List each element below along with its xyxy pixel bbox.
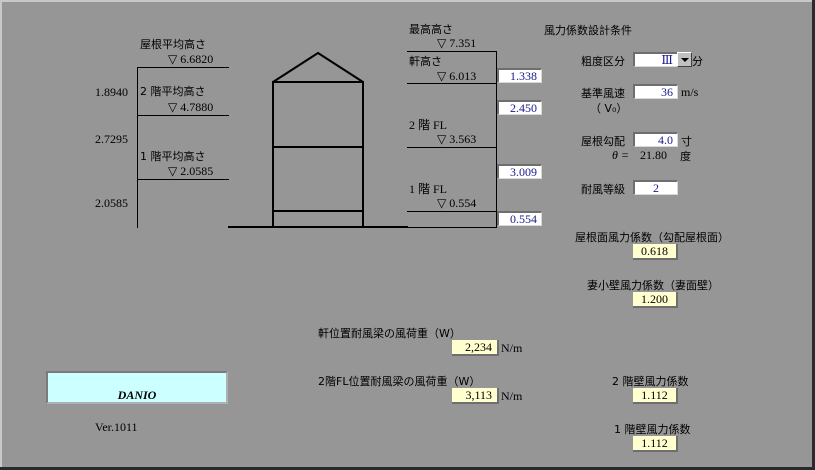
wall2-coef-value: 1.112 <box>633 388 678 404</box>
max-height-line <box>407 51 497 52</box>
eave-beam-load-value: 2,234 <box>452 340 499 356</box>
danio-logo[interactable]: DANIO <box>46 371 228 404</box>
floor2-avg-value: ▽ 4.7880 <box>168 100 214 114</box>
roughness-suffix: 分 <box>692 55 703 68</box>
wind-speed-sub: （ V₀） <box>590 102 628 115</box>
wall1-coef-label: 1 階壁風力係数 <box>614 423 691 436</box>
gable-coef-value: 1.200 <box>633 292 678 308</box>
gable-coef-label: 妻小壁風力係数（妻面壁） <box>587 279 719 292</box>
frame-bottom <box>0 467 815 470</box>
wind-speed-label: 基準風速 <box>581 87 625 100</box>
wind-grade-label: 耐風等級 <box>581 183 625 196</box>
dim-fl1-to-ground-field[interactable]: 0.554 <box>497 211 542 226</box>
dim-2f-to-1f: 2.7295 <box>95 132 128 146</box>
frame-left <box>0 0 2 470</box>
dropdown-arrow-icon[interactable] <box>677 52 692 67</box>
dim-max-to-eave-field[interactable]: 1.338 <box>497 68 542 83</box>
floor2-avg-line <box>137 115 229 116</box>
floor2-avg-label: 2 階平均高さ <box>140 85 206 98</box>
floor1-avg-line <box>137 179 229 180</box>
theta-value: 21.80 <box>640 148 667 162</box>
theta-label: θ = <box>612 148 629 162</box>
eave-height-line <box>407 83 497 84</box>
max-height-value: ▽ 7.351 <box>437 36 477 50</box>
roof-coef-value: 0.618 <box>633 244 678 260</box>
wall1-coef-value: 1.112 <box>633 436 678 452</box>
eave-beam-load-label: 軒位置耐風梁の風荷重（W） <box>318 327 461 340</box>
eave-beam-load-unit: N/m <box>501 341 523 355</box>
left-dim-line <box>137 67 138 228</box>
wind-speed-field[interactable]: 36 <box>633 84 678 99</box>
fl2-value: ▽ 3.563 <box>437 132 477 146</box>
roughness-select[interactable]: Ⅲ <box>633 52 678 67</box>
wind-speed-unit: m/s <box>681 85 699 99</box>
right-dim-line <box>496 51 497 228</box>
fl1-label: 1 階 FL <box>409 182 448 196</box>
eave-height-label: 軒高さ <box>409 55 442 68</box>
dim-1f-to-ground: 2.0585 <box>95 196 128 210</box>
version-label: Ver.1011 <box>95 420 138 434</box>
fl1-line <box>407 211 497 212</box>
ground-line <box>407 227 497 228</box>
roof-pitch-field[interactable]: 4.0 <box>633 132 678 147</box>
roof-avg-value: ▽ 6.6820 <box>168 52 214 66</box>
fl1-value: ▽ 0.554 <box>437 196 477 210</box>
dim-fl2-to-fl1-field[interactable]: 3.009 <box>497 164 542 179</box>
eave-height-value: ▽ 6.013 <box>437 69 477 83</box>
fl2-line <box>407 147 497 148</box>
frame-top <box>0 0 815 2</box>
dim-eave-to-fl2-field[interactable]: 2.450 <box>497 100 542 115</box>
roof-avg-line <box>137 67 229 68</box>
theta-unit: 度 <box>680 150 691 163</box>
fl2-beam-load-value: 3,113 <box>452 388 499 404</box>
roof-coef-label: 屋根面風力係数（勾配屋根面） <box>575 231 729 244</box>
floor1-avg-value: ▽ 2.0585 <box>168 164 214 178</box>
dim-roof-to-2f: 1.8940 <box>95 85 128 99</box>
floor1-avg-label: 1 階平均高さ <box>140 150 206 163</box>
roof-pitch-unit: 寸 <box>681 135 692 148</box>
fl2-beam-load-unit: N/m <box>501 389 523 403</box>
roof-pitch-label: 屋根勾配 <box>581 135 625 148</box>
wall2-coef-label: 2 階壁風力係数 <box>612 375 689 388</box>
building-section-icon <box>228 51 408 228</box>
fl2-label: 2 階 FL <box>409 118 448 132</box>
fl2-beam-load-label: 2階FL位置耐風梁の風荷重（W） <box>318 375 481 388</box>
roof-avg-label: 屋根平均高さ <box>140 38 206 51</box>
frame-right <box>812 0 815 470</box>
max-height-label: 最高高さ <box>409 23 453 36</box>
wind-grade-field[interactable]: 2 <box>633 180 678 195</box>
roughness-label: 粗度区分 <box>581 55 625 68</box>
conditions-title: 風力係数設計条件 <box>544 24 632 37</box>
